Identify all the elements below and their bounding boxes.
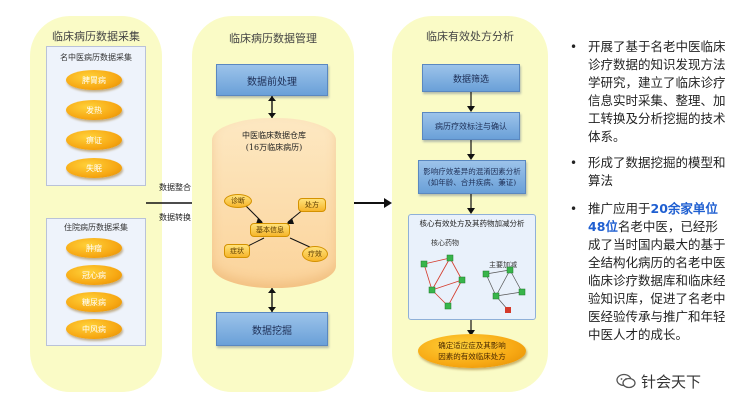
data-integration-label: 数据整合 [159, 183, 191, 192]
step-arrow-1 [467, 92, 475, 112]
prescription-node: 处方 [298, 198, 326, 212]
preprocess-block: 数据前处理 [216, 64, 328, 96]
collection-item: 冠心病 [66, 265, 122, 285]
data-screening-block: 数据筛选 [422, 64, 520, 92]
step-arrow-2 [467, 140, 475, 160]
main-modifications-label: 主要加减 [489, 261, 517, 269]
warehouse-subtitle: (16万临床病历) [245, 143, 303, 152]
core-prescription-title: 核心有效处方及其药物加减分析 [419, 219, 525, 228]
data-collection-title: 临床病历数据采集 [52, 30, 140, 43]
watermark-text: 针会天下 [641, 372, 702, 391]
bullet-text-suffix: 名老中医，已经形成了当时国内最大的基于全结构化病历的名老中医临床诊疗数据库和临床… [588, 219, 726, 342]
bullet-item: • 开展了基于名老中医临床诊疗数据的知识发现方法学研究，建立了临床诊疗信息实时采… [570, 38, 730, 146]
core-herbs-label: 核心药物 [431, 239, 459, 247]
collection-item: 脾胃病 [66, 70, 122, 90]
core-prescription-box [408, 214, 536, 320]
confounding-factors-title: 影响疗效差异的混淆因素分析 [423, 167, 521, 176]
bullet-text-prefix: 推广应用于 [588, 201, 651, 216]
final-line-2: 因素的有效临床处方 [438, 352, 506, 361]
bullet-text: 形成了数据挖掘的模型和算法 [588, 155, 726, 188]
efficacy-annotation-block: 病历疗效标注与确认 [422, 112, 520, 140]
bullet-item: • 推广应用于20余家单位48位名老中医，已经形成了当时国内最大的基于全结构化病… [570, 200, 730, 344]
data-management-title: 临床病历数据管理 [229, 32, 317, 45]
efficacy-node: 疗效 [302, 246, 328, 262]
warehouse-title: 中医临床数据仓库 [242, 131, 306, 140]
management-to-analysis-arrow [354, 198, 392, 208]
famous-doctor-records-title: 名中医病历数据采集 [60, 53, 132, 62]
bullet-dot-icon: • [570, 202, 578, 216]
bullet-item: • 形成了数据挖掘的模型和算法 [570, 154, 730, 190]
bullet-highlight: 20余家单位48位 [588, 201, 718, 234]
inpatient-records-title: 住院病历数据采集 [64, 223, 128, 232]
bullet-dot-icon: • [570, 156, 578, 170]
collection-item: 痹证 [66, 130, 122, 150]
step-arrow-3 [467, 194, 475, 214]
data-mining-block: 数据挖掘 [216, 312, 328, 346]
confounding-factors-subtitle: (如年龄、合并疾病、兼证) [427, 178, 517, 187]
effective-prescription-oval: 确定适应症及其影响 因素的有效临床处方 [418, 334, 526, 368]
bullet-text: 开展了基于名老中医临床诊疗数据的知识发现方法学研究，建立了临床诊疗信息实时采集、… [588, 39, 726, 144]
warehouse-to-mining-arrow [268, 288, 276, 312]
step-arrow-4 [467, 320, 475, 336]
collection-item: 中风病 [66, 319, 122, 339]
watermark: 针会天下 [612, 370, 732, 392]
diagnosis-node: 诊断 [224, 194, 252, 208]
confounding-factors-block: 影响疗效差异的混淆因素分析 (如年龄、合并疾病、兼证) [418, 160, 526, 194]
collection-item: 肿瘤 [66, 238, 122, 258]
data-conversion-label: 数据转换 [159, 213, 191, 222]
collection-item: 失眠 [66, 158, 122, 178]
collection-item: 糖尿病 [66, 292, 122, 312]
basic-info-node: 基本信息 [250, 223, 290, 237]
symptom-node: 症状 [224, 244, 250, 258]
herb-network-diagram [420, 254, 526, 313]
collection-item: 发热 [66, 100, 122, 120]
bullet-dot-icon: • [570, 40, 578, 54]
prescription-analysis-title: 临床有效处方分析 [426, 30, 514, 43]
wechat-icon [616, 373, 636, 389]
preprocess-to-warehouse-arrow [268, 96, 276, 118]
final-line-1: 确定适应症及其影响 [438, 341, 506, 350]
